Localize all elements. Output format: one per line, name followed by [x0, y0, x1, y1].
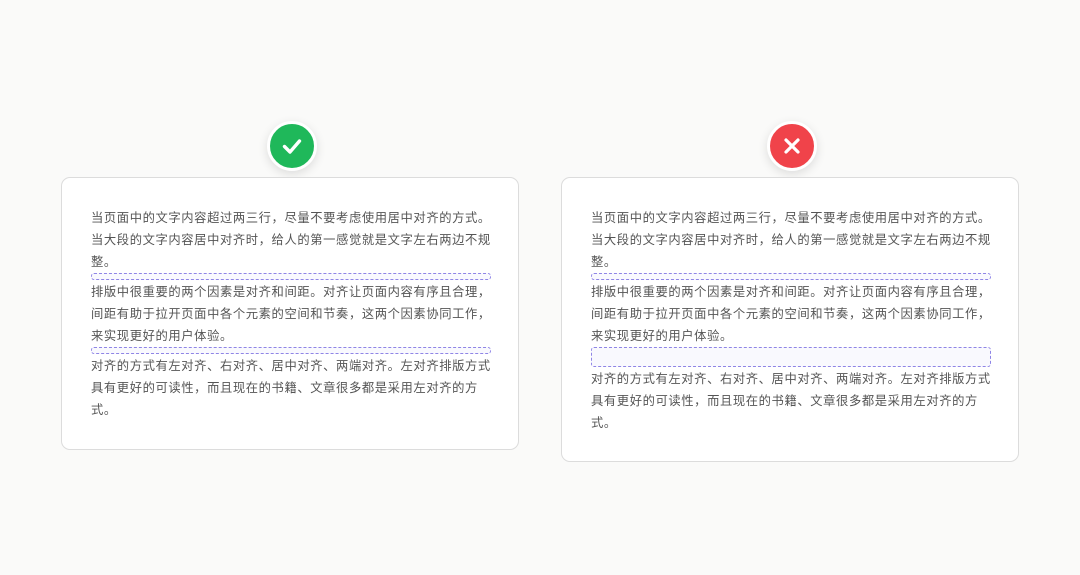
good-example-card: 当页面中的文字内容超过两三行，尽量不要考虑使用居中对齐的方式。当大段的文字内容居… [61, 177, 519, 450]
paragraph-spacing-guide [91, 273, 491, 280]
good-paragraph-2: 排版中很重要的两个因素是对齐和间距。对齐让页面内容有序且合理，间距有助于拉开页面… [91, 285, 491, 343]
good-paragraph-1: 当页面中的文字内容超过两三行，尽量不要考虑使用居中对齐的方式。当大段的文字内容居… [91, 211, 491, 269]
bad-paragraph-1: 当页面中的文字内容超过两三行，尽量不要考虑使用居中对齐的方式。当大段的文字内容居… [591, 211, 991, 269]
correct-badge [267, 121, 317, 171]
check-icon [282, 139, 302, 154]
paragraph-spacing-guide-large [591, 347, 991, 367]
close-icon [784, 138, 800, 154]
incorrect-badge [767, 121, 817, 171]
bad-paragraph-2: 排版中很重要的两个因素是对齐和间距。对齐让页面内容有序且合理，间距有助于拉开页面… [591, 285, 991, 343]
good-paragraph-3: 对齐的方式有左对齐、右对齐、居中对齐、两端对齐。左对齐排版方式具有更好的可读性，… [91, 359, 491, 417]
paragraph-spacing-guide [91, 347, 491, 354]
bad-paragraph-3: 对齐的方式有左对齐、右对齐、居中对齐、两端对齐。左对齐排版方式具有更好的可读性，… [591, 372, 991, 430]
bad-example-card: 当页面中的文字内容超过两三行，尽量不要考虑使用居中对齐的方式。当大段的文字内容居… [561, 177, 1019, 462]
paragraph-spacing-guide [591, 273, 991, 280]
